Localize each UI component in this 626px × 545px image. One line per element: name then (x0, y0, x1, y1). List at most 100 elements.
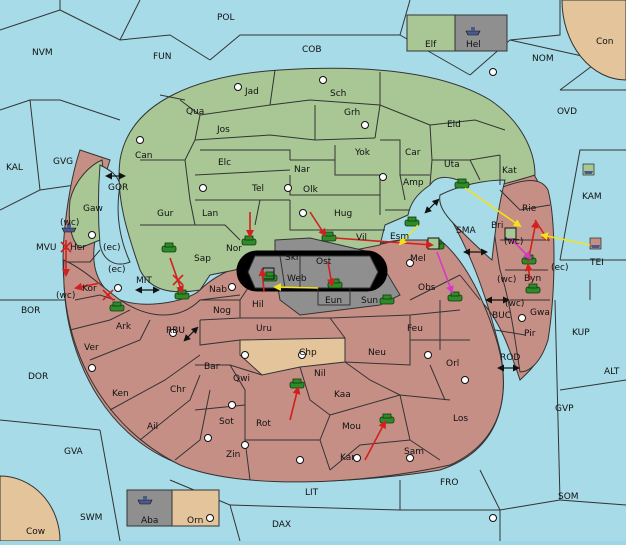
label-esm: Esm (390, 232, 409, 242)
supply-center (136, 136, 144, 144)
supply-center (204, 434, 212, 442)
label-rot: Rot (256, 419, 271, 429)
label-chp: Chp (299, 348, 317, 358)
label-jos: Jos (216, 125, 230, 135)
supply-center (296, 456, 304, 464)
label-kor-ec: (ec) (108, 265, 126, 275)
cut-marks (60, 241, 184, 301)
unit-nor[interactable] (241, 235, 257, 246)
label-neu: Neu (368, 348, 386, 358)
supply-center (406, 259, 414, 267)
unit-obs[interactable] (447, 291, 463, 302)
label-ken: Ken (112, 389, 129, 399)
province-cow[interactable] (0, 475, 61, 542)
label-nom: NOM (532, 54, 554, 64)
label-buc: BUC (492, 311, 511, 321)
label-her-ec: (ec) (103, 243, 121, 253)
label-kar: Kar (340, 453, 355, 463)
label-her-wc: (wc) (60, 218, 79, 228)
supply-center (319, 76, 327, 84)
label-rie: Rie (522, 204, 537, 214)
label-fun: FUN (153, 52, 172, 62)
label-kup: KUP (572, 328, 590, 338)
label-sma: SMA (456, 226, 476, 236)
fleet-aba[interactable] (137, 496, 153, 505)
province-hel[interactable] (454, 14, 508, 52)
label-chr: Chr (170, 385, 186, 395)
inner-sea-sma[interactable] (439, 179, 506, 261)
unit-esm[interactable] (404, 216, 420, 227)
unit-ark[interactable] (109, 301, 125, 312)
unit-sap[interactable] (161, 242, 177, 253)
supply-center (206, 514, 214, 522)
label-orl: Orl (446, 359, 459, 369)
gray-inner (247, 255, 379, 289)
fleet-tei[interactable] (589, 237, 602, 250)
label-kat: Kat (502, 166, 517, 176)
province-orn[interactable] (171, 489, 220, 527)
label-som: SOM (558, 492, 579, 502)
supply-center (406, 454, 414, 462)
orders-yellow (273, 187, 591, 292)
label-vil: Vil (356, 233, 367, 243)
label-bri-wc: (wc) (504, 237, 523, 247)
fleet-hel[interactable] (465, 27, 481, 36)
label-grh: Grh (344, 108, 360, 118)
label-hel: Hel (466, 40, 481, 50)
label-fro: FRO (440, 478, 459, 488)
supply-center (199, 184, 207, 192)
label-nab: Nab (209, 285, 227, 295)
supply-center (228, 401, 236, 409)
supply-center (353, 454, 361, 462)
label-pol: POL (217, 13, 235, 23)
label-sap: Sap (194, 254, 211, 264)
green-borders (140, 69, 506, 241)
label-car: Car (405, 148, 421, 158)
label-ost: Ost (316, 257, 332, 267)
gray-borders (279, 255, 351, 306)
label-obs: Obs (418, 283, 436, 293)
label-ail: Ail (147, 422, 158, 432)
label-tel: Tel (251, 184, 264, 194)
supply-centers (88, 68, 526, 522)
province-elf[interactable] (406, 14, 456, 52)
label-qua: Qua (186, 107, 204, 117)
unit-gwa[interactable] (525, 283, 541, 294)
supply-center (424, 351, 432, 359)
label-bri: Bri (491, 221, 503, 231)
label-zin: Zin (226, 450, 240, 460)
fleet-kam[interactable] (582, 163, 595, 176)
label-gaw: Gaw (83, 204, 103, 214)
label-sch: Sch (330, 89, 346, 99)
red-borders (65, 189, 551, 481)
supply-center (461, 376, 469, 384)
label-uta: Uta (444, 160, 460, 170)
unit-uta[interactable] (454, 178, 470, 189)
supply-center (169, 329, 177, 337)
label-nil: Nil (314, 369, 326, 379)
label-cob: COB (302, 45, 322, 55)
label-bor: BOR (21, 306, 40, 316)
label-qwi: Qwi (233, 374, 250, 384)
label-cow: Cow (26, 527, 45, 537)
supply-center (228, 283, 236, 291)
label-gur: Gur (157, 209, 174, 219)
supply-center (298, 351, 306, 359)
province-aba[interactable] (126, 489, 173, 527)
unit-sun[interactable] (379, 294, 395, 305)
supply-center (234, 83, 242, 91)
label-dax: DAX (272, 520, 291, 530)
label-lan: Lan (202, 209, 218, 219)
province-con[interactable] (561, 0, 626, 81)
label-dor: DOR (28, 372, 48, 382)
label-gwa-wc: (wc) (505, 299, 524, 309)
label-hug: Hug (334, 209, 352, 219)
label-rod: ROD (500, 353, 520, 363)
label-elc: Elc (218, 158, 231, 168)
fleet-mvu[interactable] (61, 224, 77, 233)
supply-center (299, 209, 307, 217)
retreat-box (427, 237, 440, 250)
fleets (61, 27, 602, 505)
